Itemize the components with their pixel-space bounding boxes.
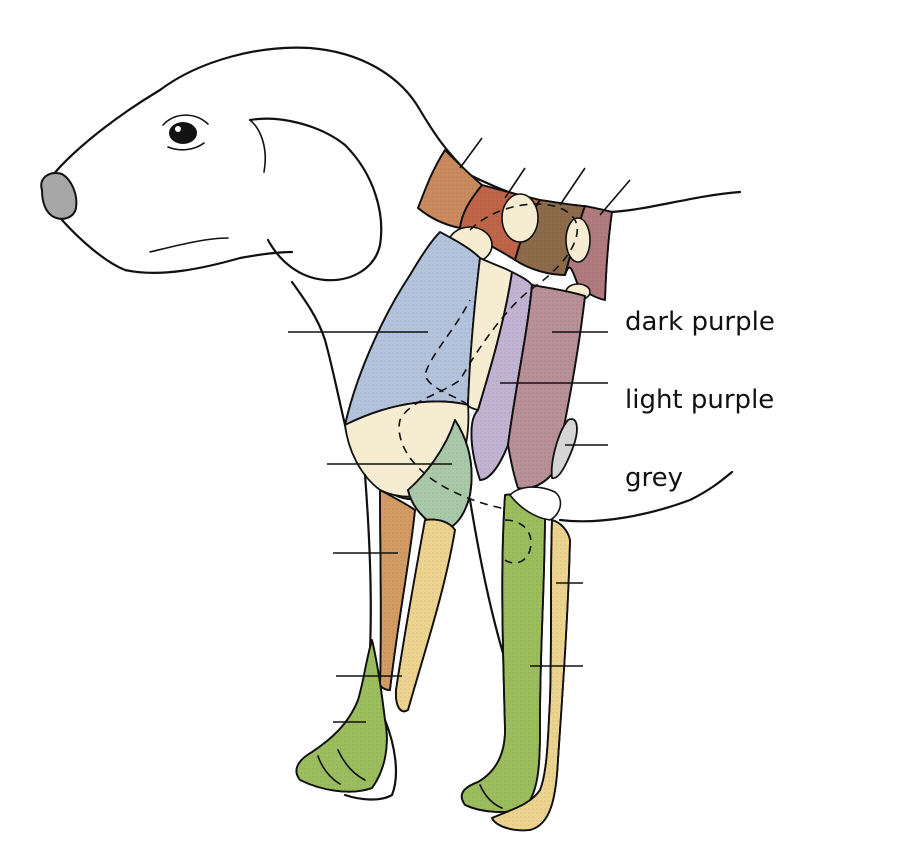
ear-fold — [250, 120, 265, 172]
near-foreleg — [296, 475, 455, 800]
near-leg-outline — [365, 475, 371, 650]
eye — [163, 115, 208, 150]
joint-2 — [502, 194, 538, 242]
label-dark-purple: dark purple — [625, 307, 775, 337]
joint-3 — [566, 218, 590, 262]
leader-neck-1 — [460, 138, 482, 168]
ear-outline — [250, 119, 381, 280]
jaw-outline — [62, 220, 292, 273]
leader-neck-3 — [560, 168, 585, 205]
mouth-line — [150, 238, 228, 252]
neck-outline — [292, 282, 345, 425]
label-light-purple: light purple — [625, 385, 774, 415]
far-leg-front-outline — [470, 500, 505, 660]
label-grey: grey — [625, 463, 683, 493]
nose — [41, 173, 76, 219]
far-foreleg — [462, 487, 570, 830]
